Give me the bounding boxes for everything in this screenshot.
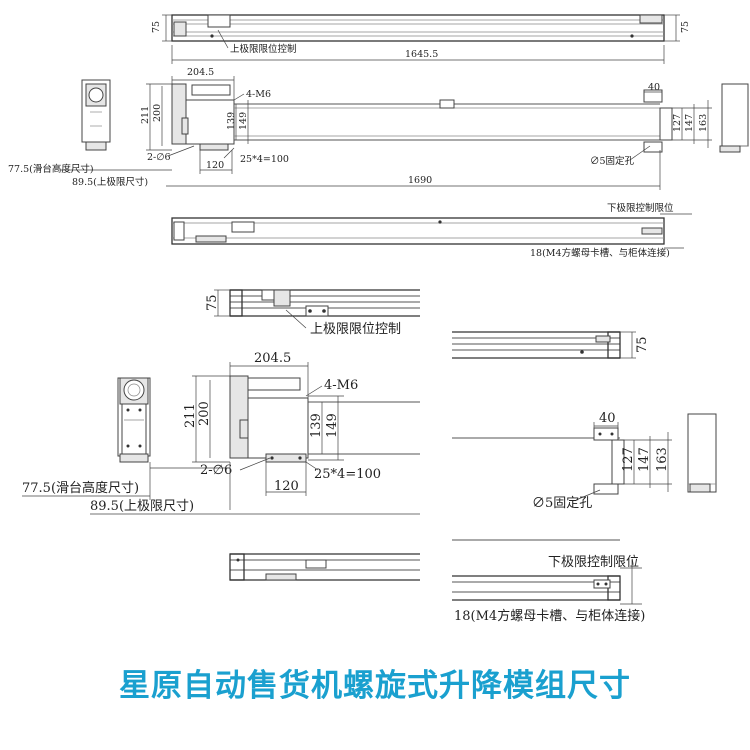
label-77-5-small: 77.5(滑台高度尺寸) bbox=[8, 163, 94, 175]
dim-2phi6-small: 2-∅6 bbox=[147, 152, 171, 163]
label-upper-limit-small: 上极限限位控制 bbox=[230, 43, 297, 55]
label-upper-limit-detail: 上极限限位控制 bbox=[310, 322, 401, 337]
label-18-small: 18(M4方螺母卡槽、与柜体连接) bbox=[530, 247, 670, 259]
detail-front-left: 204.5 4-M6 211 200 139 149 2-∅6 25*4=100… bbox=[22, 351, 420, 515]
label-77-5-detail: 77.5(滑台高度尺寸) bbox=[22, 480, 139, 496]
dim-75-detail-a: 75 bbox=[205, 294, 220, 311]
dim-163-detail: 163 bbox=[655, 447, 670, 472]
dim-4m6-detail: 4-M6 bbox=[324, 378, 358, 393]
label-phi5-detail: ∅5固定孔 bbox=[532, 496, 592, 511]
dim-40-small: 40 bbox=[648, 82, 660, 93]
front-view-small: 204.5 4-M6 211 200 139 149 2-∅6 25*4=100… bbox=[8, 67, 749, 190]
dim-200-detail: 200 bbox=[197, 401, 212, 426]
dim-2phi6-detail: 2-∅6 bbox=[200, 463, 232, 478]
dim-75-right: 75 bbox=[680, 21, 691, 33]
dim-127-detail: 127 bbox=[621, 447, 636, 472]
dim-25x4-detail: 25*4=100 bbox=[314, 467, 381, 482]
dim-211-detail: 211 bbox=[183, 403, 198, 428]
dim-120-small: 120 bbox=[206, 160, 224, 171]
bottom-view-small: 下极限控制限位 18(M4方螺母卡槽、与柜体连接) bbox=[171, 202, 692, 259]
dim-1645-5: 1645.5 bbox=[405, 49, 438, 60]
top-view-small: 75 75 上极限限位控制 1645.5 bbox=[151, 14, 691, 64]
dim-163-small: 163 bbox=[698, 114, 709, 132]
dim-147-small: 147 bbox=[684, 114, 695, 132]
detail-top-left: 75 上极限限位控制 bbox=[205, 289, 420, 337]
detail-bottom-left bbox=[229, 553, 420, 581]
dim-211-small: 211 bbox=[140, 106, 151, 124]
dim-204-5-small: 204.5 bbox=[187, 67, 214, 78]
label-phi5-small: ∅5固定孔 bbox=[590, 155, 635, 167]
dim-75-detail-b: 75 bbox=[635, 336, 650, 353]
dim-25x4-small: 25*4=100 bbox=[240, 154, 289, 165]
label-lower-limit-small: 下极限控制限位 bbox=[607, 202, 674, 214]
detail-front-right: 40 127 147 163 ∅5固定孔 bbox=[452, 411, 717, 541]
dim-139-detail: 139 bbox=[309, 413, 324, 438]
label-18-detail: 18(M4方螺母卡槽、与柜体连接) bbox=[454, 608, 645, 624]
dim-40-detail: 40 bbox=[599, 411, 616, 426]
label-89-5-small: 89.5(上极限尺寸) bbox=[72, 176, 148, 188]
dim-147-detail: 147 bbox=[637, 447, 652, 472]
dim-204-5-detail: 204.5 bbox=[254, 351, 291, 366]
page-title: 星原自动售货机螺旋式升降模组尺寸 bbox=[119, 668, 631, 704]
dim-149-detail: 149 bbox=[325, 413, 340, 438]
detail-top-right: 75 bbox=[452, 331, 650, 359]
label-lower-limit-detail: 下极限控制限位 bbox=[548, 555, 639, 570]
dim-4m6-small: 4-M6 bbox=[246, 89, 271, 100]
dim-200-small: 200 bbox=[152, 104, 163, 122]
dim-75-left: 75 bbox=[151, 21, 162, 33]
dim-127-small: 127 bbox=[672, 114, 683, 132]
label-89-5-detail: 89.5(上极限尺寸) bbox=[90, 499, 194, 514]
detail-bottom-right: 下极限控制限位 18(M4方螺母卡槽、与柜体连接) bbox=[452, 555, 645, 624]
dim-149-small: 149 bbox=[238, 112, 249, 130]
dim-1690-small: 1690 bbox=[408, 175, 432, 186]
dim-120-detail: 120 bbox=[274, 479, 299, 494]
dim-139-small: 139 bbox=[226, 112, 237, 130]
